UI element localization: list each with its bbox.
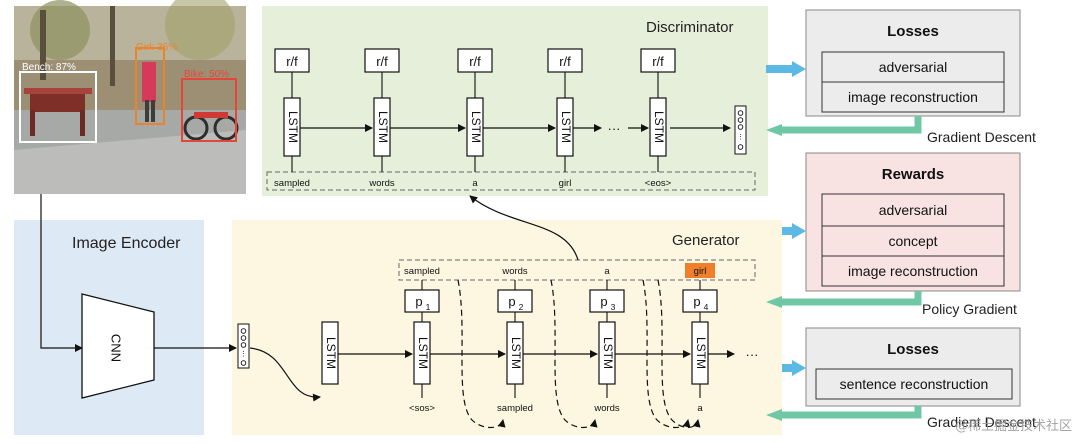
prob-subscript-2: 2 [519,302,524,312]
discriminator-output-vector: ⋮ [734,105,747,155]
gen-lstm-0 [321,321,339,385]
photo-to-cnn-arrow [40,194,83,352]
prob-subscript-4: 4 [704,302,709,312]
cnn-label: CNN [109,334,124,362]
prob-label-1: p [415,294,422,309]
gen-output-token-3: a [604,266,610,277]
rf-label-1: r/f [286,54,298,69]
rf-label-5: r/f [652,54,664,69]
discriminator-title: Discriminator [646,19,734,36]
disc-token-1: sampled [274,178,310,189]
disc-lstm-4-label: LSTM [559,111,573,143]
input-photo [14,0,246,194]
rf-label-2: r/f [376,54,388,69]
gen-lstm-1-label: LSTM [416,337,430,369]
disc-lstm-3-label: LSTM [469,111,483,143]
gen-input-token-4: a [697,403,703,414]
prob-subscript-3: 3 [611,302,616,312]
gen-input-token-1: <sos> [409,403,435,414]
watermark: @稀土掘金技术社区 [955,418,1072,434]
sample-feedback-curve-1 [457,279,506,429]
gen-input-token-2: sampled [497,403,533,414]
girl-box [135,47,165,125]
gen-output-token-1: sampled [404,266,440,277]
blue-arrow-top [766,61,806,77]
encoder-title: Image Encoder [72,235,181,252]
feature-vector: ⋮ [237,323,250,369]
blue-arrow-bottom [782,360,806,376]
policy-gradient-label: Policy Gradient [922,301,1017,317]
green-arrow-top [766,116,922,136]
disc-token-5: <eos> [645,178,672,189]
disc-lstm-2-label: LSTM [376,111,390,143]
bike-detection-label: Bike: 50% [184,69,229,80]
cnn-trapezoid [81,293,155,399]
sample-feedback-curve-3 [642,279,691,429]
losses-top-title: Losses [887,23,939,40]
generator-token-strip [398,259,756,281]
sample-feedback-curve-4 [657,279,701,429]
blue-arrow-middle [782,223,806,239]
rewards-item-3: image reconstruction [848,263,978,279]
disc-lstm-1-label: LSTM [286,111,300,143]
gen-lstm-4-label: LSTM [694,337,708,369]
gen-input-token-3: words [593,403,620,414]
bench-box [19,71,97,143]
gradient-descent-label-bottom: Gradient Descent [927,414,1036,430]
green-arrow-bottom [766,406,922,421]
losses-top-item-2: image reconstruction [848,89,978,105]
generator-to-discriminator-arrow [469,195,579,261]
disc-ellipsis: ··· [608,121,621,136]
bike-box [181,78,237,142]
gen-lstm-3-label: LSTM [601,337,615,369]
gen-ellipsis: ··· [746,347,759,362]
disc-token-4: girl [559,178,572,189]
disc-token-3: a [472,178,478,189]
discriminator-token-strip [266,171,756,191]
gen-lstm-0-label: LSTM [324,337,338,369]
generator-title: Generator [672,232,740,249]
svg-text:⋮: ⋮ [737,134,744,141]
prob-subscript-1: 1 [426,302,431,312]
gen-lstm-2-label: LSTM [509,337,523,369]
disc-token-2: words [368,178,395,189]
rewards-title: Rewards [882,166,945,183]
gen-output-token-4: girl [694,266,707,277]
svg-text:⋮: ⋮ [240,351,247,358]
disc-lstm-5-label: LSTM [652,111,666,143]
feature-to-generator-arrow [249,347,321,402]
green-arrow-middle [766,291,922,308]
losses-bottom-item-1: sentence reconstruction [840,376,989,392]
prob-label-4: p [693,294,700,309]
sample-feedback-curve-2 [550,279,598,429]
gen-output-token-2: words [501,266,528,277]
prob-label-3: p [600,294,607,309]
rewards-panel: Rewards adversarial concept image recons… [805,152,1021,292]
losses-bottom-panel: Losses sentence reconstruction [805,327,1021,407]
losses-top-panel: Losses adversarial image reconstruction [805,9,1021,117]
losses-bottom-title: Losses [887,341,939,358]
rf-label-4: r/f [559,54,571,69]
discriminator-region [262,6,768,196]
prob-label-2: p [508,294,515,309]
rewards-item-1: adversarial [879,202,947,218]
girl-detection-label: Girl: 36% [136,42,177,53]
rf-label-3: r/f [469,54,481,69]
gradient-descent-label-top: Gradient Descent [927,129,1036,145]
highlight-girl-token-bg [685,263,715,278]
losses-top-item-1: adversarial [879,59,947,75]
bench-detection-label: Bench: 87% [22,62,76,73]
rewards-item-2: concept [888,233,937,249]
